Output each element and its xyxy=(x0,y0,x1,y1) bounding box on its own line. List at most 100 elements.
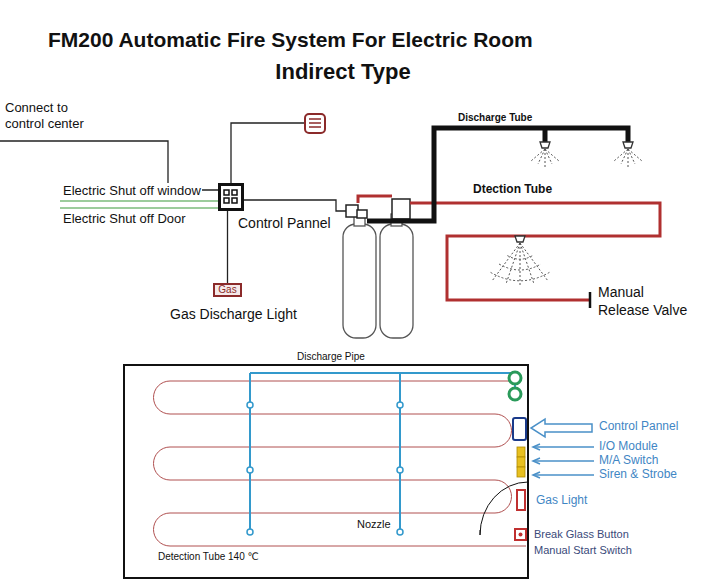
nozzle-head xyxy=(515,236,525,242)
pointer-arrow xyxy=(531,419,594,478)
nozzle-head xyxy=(540,142,550,148)
cylinder-symbol xyxy=(509,388,521,400)
node-heading: Control Pannel xyxy=(237,215,332,231)
part-label: Control Pannel xyxy=(598,419,679,434)
siren-symbol xyxy=(305,114,325,133)
spray-pattern xyxy=(545,149,546,167)
part-label: Manual Start Switch xyxy=(533,544,633,558)
part-label: Siren & Strobe xyxy=(598,467,678,482)
tube-label: Detection Tube 140 ℃ xyxy=(157,551,260,564)
pointer-arrow xyxy=(533,444,540,450)
break-glass-symbol xyxy=(515,529,526,540)
panel-icon xyxy=(232,198,237,203)
cylinder-symbol xyxy=(509,372,521,384)
part-label: M/A Switch xyxy=(598,453,659,468)
cylinder-valve xyxy=(346,205,358,217)
part-label: Nozzle xyxy=(356,518,392,532)
gas-cylinder xyxy=(380,224,413,338)
discharge-pipe xyxy=(250,373,515,532)
part-label: Gas Light xyxy=(535,493,588,508)
spray-pattern xyxy=(628,149,635,164)
nozzle xyxy=(247,402,403,535)
gas-light: GasGas Discharge Light xyxy=(213,283,242,297)
nozzle xyxy=(247,402,253,408)
spray-pattern xyxy=(499,264,541,270)
siren-symbol xyxy=(309,126,321,128)
gas-cylinder xyxy=(343,214,413,338)
spray-pattern xyxy=(531,149,545,161)
module-switch-siren xyxy=(517,457,525,467)
spray-pattern xyxy=(621,149,628,164)
pointer-arrow xyxy=(534,474,594,476)
signal-wire xyxy=(244,200,346,211)
break-glass-symbol xyxy=(515,529,526,540)
signal-wire xyxy=(0,123,346,211)
wire-label: Electric Shut off Door xyxy=(62,211,187,227)
pointer-arrow xyxy=(533,472,540,478)
cylinder-valve xyxy=(357,210,367,218)
siren-symbol xyxy=(309,122,321,124)
spray-pattern xyxy=(520,243,548,281)
break-glass-symbol xyxy=(519,533,523,537)
spray-pattern xyxy=(492,243,520,281)
panel-icon xyxy=(224,190,229,195)
cylinder-valve xyxy=(346,199,410,219)
module-switch-siren xyxy=(517,447,525,457)
nozzle-head xyxy=(623,142,633,148)
cylinder-valve xyxy=(392,199,410,219)
spray-pattern xyxy=(507,256,532,260)
room-wall xyxy=(124,365,528,578)
pointer-arrow xyxy=(533,458,540,464)
spray-pattern xyxy=(520,243,534,284)
panel-icon xyxy=(224,198,229,203)
pointer-arrow xyxy=(534,446,594,448)
spray-pattern xyxy=(520,243,521,287)
connector-wire xyxy=(227,211,228,283)
cylinder-symbol xyxy=(509,372,521,400)
spray-pattern xyxy=(628,149,629,167)
spray-pattern xyxy=(491,149,642,287)
spray-pattern xyxy=(628,149,642,161)
wire-label: Electric Shut off window xyxy=(62,183,202,199)
spray-pattern xyxy=(545,149,559,161)
node-heading: Gas Discharge Light xyxy=(169,306,298,322)
discharge-tube xyxy=(367,128,628,221)
door-swing xyxy=(480,482,528,535)
shutoff-wire xyxy=(60,207,218,208)
siren-symbol xyxy=(305,114,325,133)
nozzle xyxy=(397,402,403,408)
signal-wire xyxy=(231,123,305,183)
spray-pattern xyxy=(506,243,520,284)
pipe-label: Discharge Tube xyxy=(457,112,533,125)
spray-pattern xyxy=(491,272,550,280)
nozzle xyxy=(397,529,403,535)
pointer-arrow xyxy=(534,460,594,462)
spray-pattern xyxy=(545,149,552,164)
shutoff-wire xyxy=(60,201,218,208)
module-switch-siren xyxy=(517,467,525,477)
panel-icon xyxy=(221,186,241,208)
part-label: Break Glass Button xyxy=(533,528,630,542)
title: FM200 Automatic Fire System For Electric… xyxy=(48,27,533,53)
control-panel-symbol xyxy=(513,418,526,440)
nozzle xyxy=(397,467,403,473)
module-switch-siren xyxy=(517,447,525,477)
node-text: Gas xyxy=(215,285,240,295)
detection-tube xyxy=(154,381,527,546)
tube-label: Dtection Tube xyxy=(472,182,553,197)
valve-label: Manual Release Valve xyxy=(597,284,694,319)
subtitle: Indirect Type xyxy=(262,58,424,86)
manual-release-valve xyxy=(589,292,592,308)
nozzle xyxy=(247,529,253,535)
siren-symbol xyxy=(309,118,321,120)
spray-pattern xyxy=(614,149,628,161)
control-panel: Control Pannel xyxy=(218,183,244,211)
pipe-label: Discharge Pipe xyxy=(296,351,366,364)
shutoff-wire xyxy=(60,200,218,201)
spray-pattern xyxy=(538,149,545,164)
gas-cylinder xyxy=(343,224,376,338)
panel-icon xyxy=(232,190,237,195)
nozzle xyxy=(247,467,253,473)
gas-light-symbol xyxy=(517,490,525,510)
